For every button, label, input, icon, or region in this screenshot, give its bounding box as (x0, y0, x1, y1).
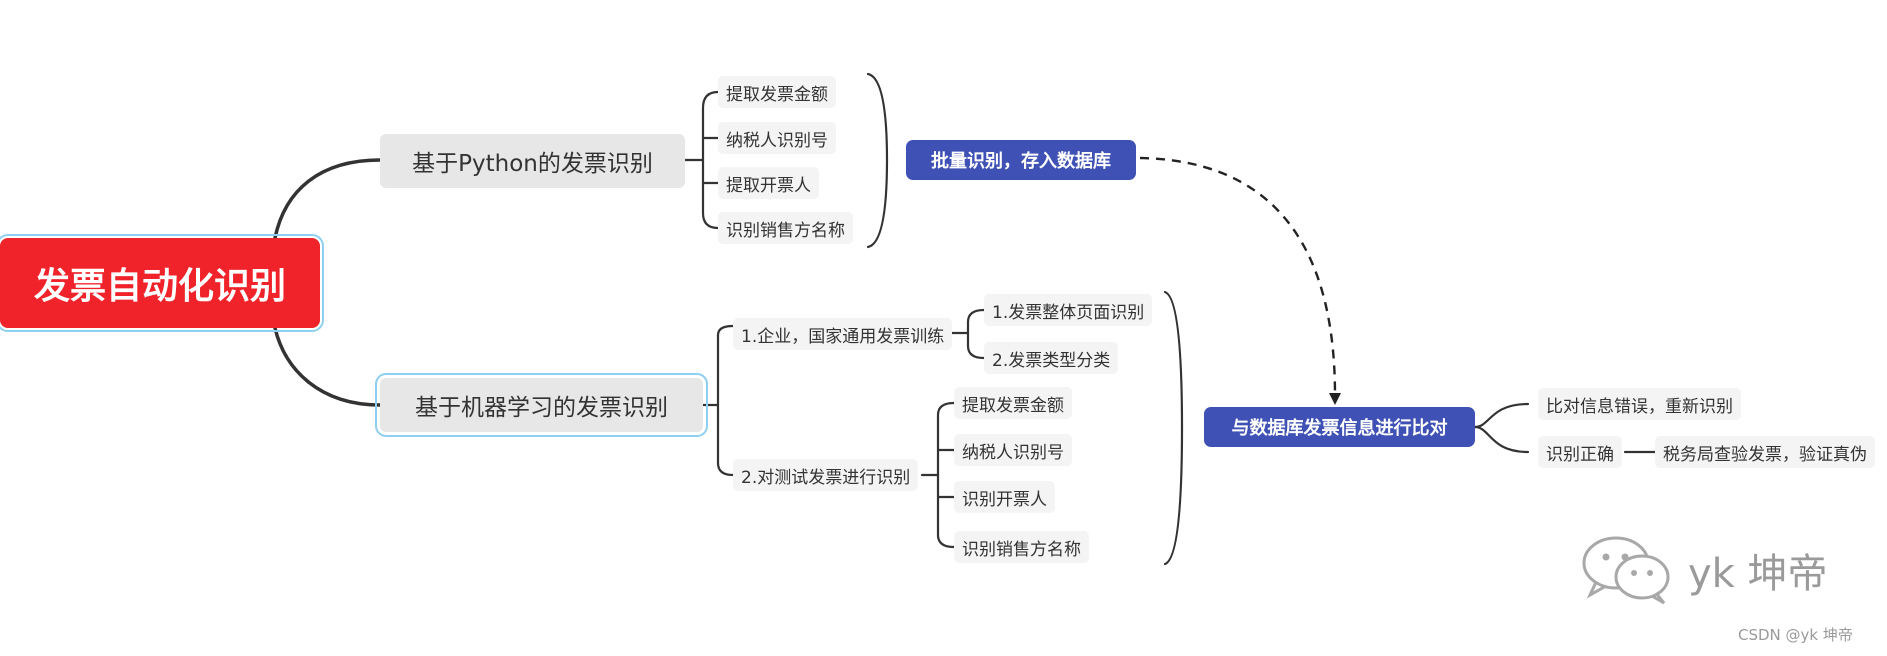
testing-item-amount[interactable]: 提取发票金额 (954, 387, 1072, 419)
testing-item-taxpayer-id[interactable]: 纳税人识别号 (954, 434, 1072, 466)
compare-error-topic[interactable]: 比对信息错误，重新识别 (1538, 388, 1741, 420)
ml-testing-topic[interactable]: 2.对测试发票进行识别 (733, 459, 919, 491)
csdn-credit: CSDN @yk 坤帝 (1738, 626, 1853, 644)
python-item-issuer[interactable]: 提取开票人 (718, 167, 819, 199)
compare-topic[interactable]: 与数据库发票信息进行比对 (1204, 407, 1475, 447)
wechat-icon (1582, 536, 1670, 605)
watermark-text: yk 坤帝 (1688, 551, 1828, 597)
watermark: yk 坤帝 (1580, 535, 1828, 605)
training-item-type[interactable]: 2.发票类型分类 (984, 342, 1119, 374)
batch-topic[interactable]: 批量识别，存入数据库 (906, 140, 1136, 180)
testing-item-seller[interactable]: 识别销售方名称 (954, 531, 1089, 563)
ml-branch-topic[interactable]: 基于机器学习的发票识别 (375, 373, 708, 437)
compare-correct-topic[interactable]: 识别正确 (1538, 436, 1622, 468)
ml-training-topic[interactable]: 1.企业，国家通用发票训练 (733, 318, 953, 350)
training-item-page[interactable]: 1.发票整体页面识别 (984, 294, 1153, 326)
python-branch-topic[interactable]: 基于Python的发票识别 (380, 134, 685, 188)
python-item-seller[interactable]: 识别销售方名称 (718, 212, 853, 244)
verify-topic[interactable]: 税务局查验发票，验证真伪 (1655, 436, 1875, 468)
python-item-taxpayer-id[interactable]: 纳税人识别号 (718, 122, 836, 154)
python-item-amount[interactable]: 提取发票金额 (718, 76, 836, 108)
testing-item-issuer[interactable]: 识别开票人 (954, 481, 1055, 513)
root-topic[interactable]: 发票自动化识别 (0, 234, 324, 332)
